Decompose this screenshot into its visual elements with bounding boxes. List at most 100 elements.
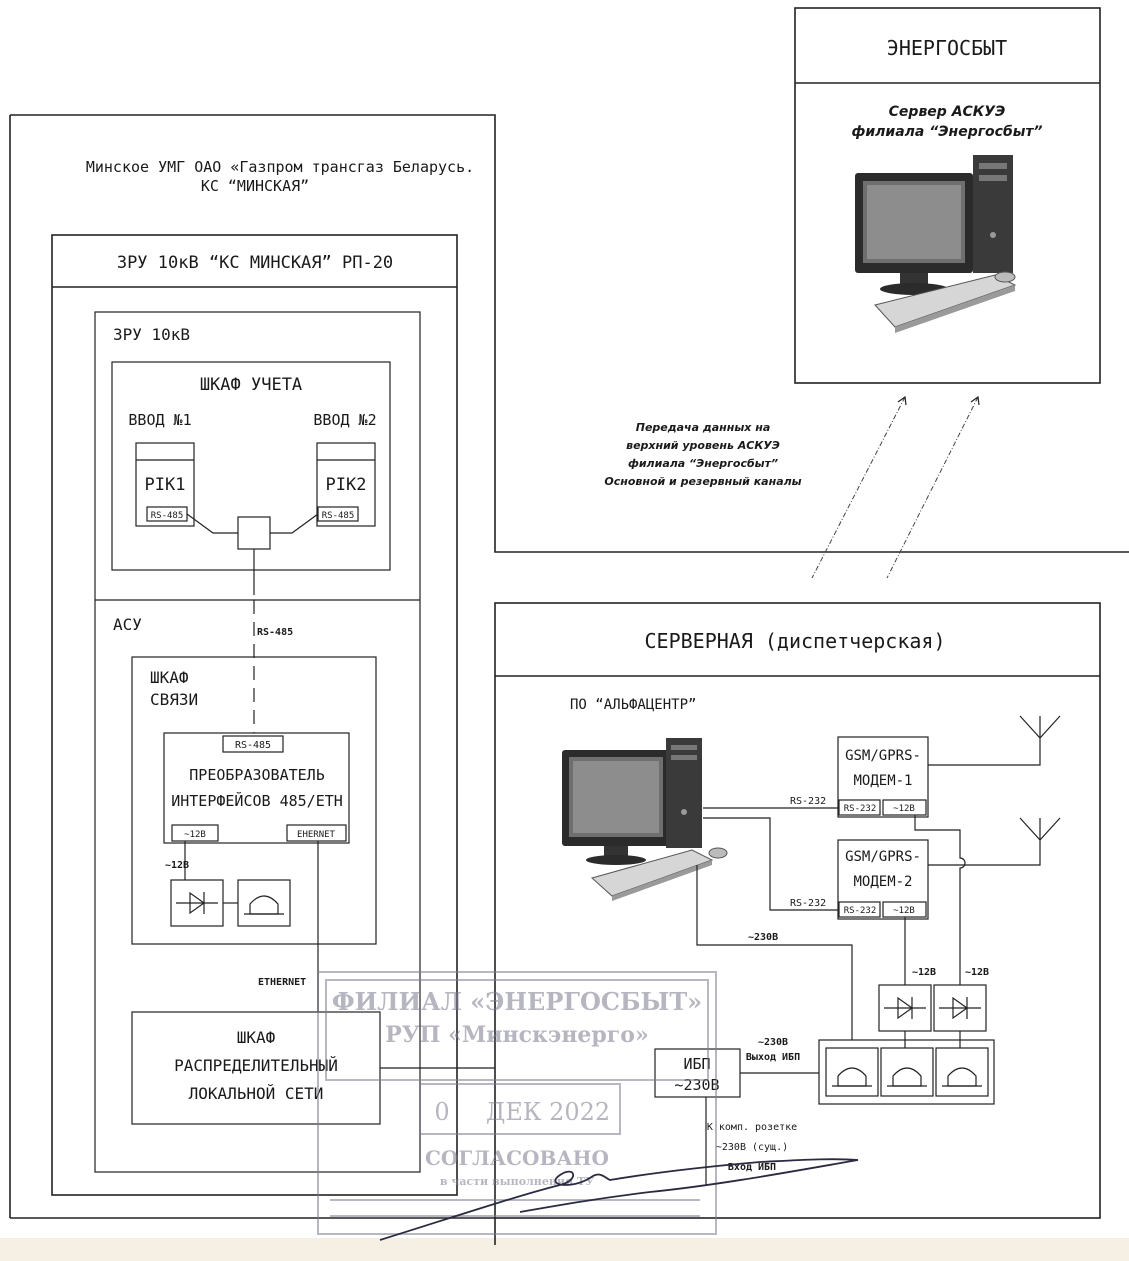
- transfer-note-line2: верхний уровень АСКУЭ: [626, 439, 780, 452]
- approval-stamp: ФИЛИАЛ «ЭНЕРГОСБЫТ» РУП «Минскэнерго» 0 …: [317, 971, 717, 1235]
- server-230v-wire: [696, 865, 853, 1040]
- stamp-header-frame: [325, 979, 709, 1081]
- asu-socket-shape: [249, 895, 279, 915]
- meter1-label: PIK1: [145, 475, 186, 495]
- transfer-note-line4: Основной и резервный каналы: [604, 475, 801, 488]
- modem1-box: [837, 736, 929, 818]
- antenna1-feed: [928, 738, 1041, 766]
- stamp-line2: РУП «Минскэнерго»: [385, 1022, 648, 1048]
- modem1-power-label: ~12В: [893, 804, 915, 814]
- zru10-section: ЗРУ 10кВ ШКАФ УЧЕТА ВВОД №1 ВВОД №2 PIK1…: [94, 311, 421, 1173]
- server-room-header: СЕРВЕРНАЯ (диспетчерская): [644, 629, 945, 653]
- meter2-to-junction-wire: [270, 513, 319, 534]
- server-room-block: СЕРВЕРНАЯ (диспетчерская) ПО “АЛЬФАЦЕНТР…: [494, 602, 1101, 1219]
- rect1-tri: [897, 996, 914, 1020]
- converter-box: [163, 732, 350, 844]
- converter-rs485-port: [222, 735, 284, 753]
- meter1-port-label: RS-485: [151, 511, 184, 521]
- server-230v-label: ~230В: [748, 932, 778, 943]
- ups-input-label2: ~230В (сущ.): [716, 1142, 788, 1153]
- modem1-power-wire: [914, 815, 966, 985]
- ups-title: ИБП: [683, 1055, 710, 1073]
- minsk-umg-block: Минское УМГ ОАО «Газпром трансгаз Белару…: [9, 114, 1129, 1245]
- stamp-date: ДЕК 2022: [486, 1098, 610, 1126]
- server-software-label: ПО “АЛЬФАЦЕНТР”: [570, 697, 696, 713]
- asu-rectifier-triangle: [189, 891, 206, 915]
- input2-label: ВВОД №2: [313, 411, 376, 429]
- antenna2-icon: [928, 817, 1061, 866]
- backup-arrow-head: [970, 395, 980, 406]
- lan-cabinet-subtitle: РАСПРЕДЕЛИТЕЛЬНЫЙ: [174, 1056, 338, 1075]
- modem2-power-label: ~12В: [893, 906, 915, 916]
- ups-output-label2: Выход ИБП: [746, 1052, 800, 1063]
- meter1-box: [135, 442, 195, 527]
- asu-header: АСУ: [113, 615, 142, 634]
- zru10-header: ЗРУ 10кВ: [113, 325, 190, 344]
- converter-title: ПРЕОБРАЗОВАТЕЛЬ: [189, 766, 324, 784]
- converter-power-port: [171, 824, 219, 842]
- main-channel-arrow: [811, 396, 906, 579]
- stamp-line3: СОГЛАСОВАНО: [425, 1146, 609, 1170]
- converter-subtitle: ИНТЕРФЕЙСОВ 485/ETH: [171, 791, 343, 810]
- asu-section: АСУ RS-485 ШКАФ СВЯЗИ RS-485 ПРЕОБРАЗОВА…: [113, 600, 581, 1125]
- modem1-title: GSM/GPRS-: [845, 748, 921, 764]
- ups-output-label: ~230В: [758, 1037, 788, 1048]
- server-modem1-link-label: RS-232: [790, 796, 826, 807]
- signature: [379, 1158, 859, 1241]
- server-computer-icon: [562, 738, 728, 901]
- stamp-date-day: 0: [434, 1098, 449, 1126]
- modem2-rs232-label: RS-232: [844, 906, 877, 916]
- ups-subtitle: ~230В: [674, 1076, 719, 1094]
- socket1-icon: [825, 1047, 879, 1097]
- energosbyt-block: ЭНЕРГОСБЫТ Сервер АСКУЭ филиала “Энергос…: [794, 7, 1101, 384]
- stamp-line1: ФИЛИАЛ «ЭНЕРГОСБЫТ»: [332, 987, 702, 1016]
- lan-cabinet-title: ШКАФ: [237, 1028, 276, 1047]
- comm-cabinet-subtitle: СВЯЗИ: [150, 690, 198, 709]
- modem1-power-port: [882, 799, 927, 816]
- ups-input-label3: Вход ИБП: [728, 1162, 776, 1173]
- minsk-umg-title: Минское УМГ ОАО «Газпром трансгаз Белару…: [86, 158, 474, 176]
- server-modem2-link: [703, 817, 839, 911]
- server-modem2-link-label: RS-232: [790, 898, 826, 909]
- zru-rp20-header: ЗРУ 10кВ “КС МИНСКАЯ” РП-20: [117, 253, 393, 273]
- socket2-icon: [880, 1047, 934, 1097]
- page-edge-band: [0, 1238, 1129, 1261]
- modem2-subtitle: МОДЕМ-2: [853, 874, 912, 890]
- energosbyt-header: ЭНЕРГОСБЫТ: [887, 36, 1007, 60]
- converter-rs485-port-label: RS-485: [235, 740, 271, 751]
- psu1-label: ~12В: [912, 967, 936, 978]
- data-transfer-note: Передача данных на верхний уровень АСКУЭ…: [604, 395, 980, 579]
- rect2-tri: [952, 996, 969, 1020]
- meter1-to-junction-wire: [186, 513, 238, 534]
- energosbyt-computer-icon: [855, 155, 1017, 333]
- stamp-line4: в части выполнения ТУ: [440, 1175, 594, 1188]
- antenna1-icon: [928, 715, 1061, 766]
- meter2-box: [316, 442, 376, 527]
- comm-cabinet-title: ШКАФ: [150, 668, 189, 687]
- lan-cabinet-subtitle2: ЛОКАЛЬНОЙ СЕТИ: [189, 1084, 324, 1103]
- stamp-outer-frame: [317, 971, 717, 1235]
- backup-channel-arrow: [886, 396, 979, 579]
- energosbyt-server-subtitle: филиала “Энергосбыт”: [851, 124, 1042, 140]
- modem1-subtitle: МОДЕМ-1: [853, 773, 912, 789]
- rs485-link-label: RS-485: [257, 627, 293, 638]
- metering-cabinet: [111, 361, 391, 571]
- minsk-umg-boundary: [10, 114, 1129, 553]
- input1-label: ВВОД №1: [128, 411, 191, 429]
- converter-power-port-label: ~12В: [184, 830, 206, 840]
- transfer-note-line1: Передача данных на: [636, 421, 771, 434]
- meter2-port-label: RS-485: [322, 511, 355, 521]
- metering-cabinet-title: ШКАФ УЧЕТА: [200, 375, 302, 395]
- socket3-icon: [935, 1047, 989, 1097]
- comm-cabinet: [131, 656, 377, 945]
- converter-power-label: ~12В: [165, 860, 189, 871]
- asu-socket-icon: [237, 879, 291, 927]
- psu2-label: ~12В: [965, 967, 989, 978]
- power-strip: [818, 1039, 995, 1105]
- energosbyt-server-title: Сервер АСКУЭ: [889, 104, 1006, 120]
- main-arrow-head: [897, 395, 907, 406]
- modem1-rs232-label: RS-232: [844, 804, 877, 814]
- modem2-box: [837, 839, 929, 920]
- minsk-umg-subtitle: КС “МИНСКАЯ”: [201, 177, 309, 195]
